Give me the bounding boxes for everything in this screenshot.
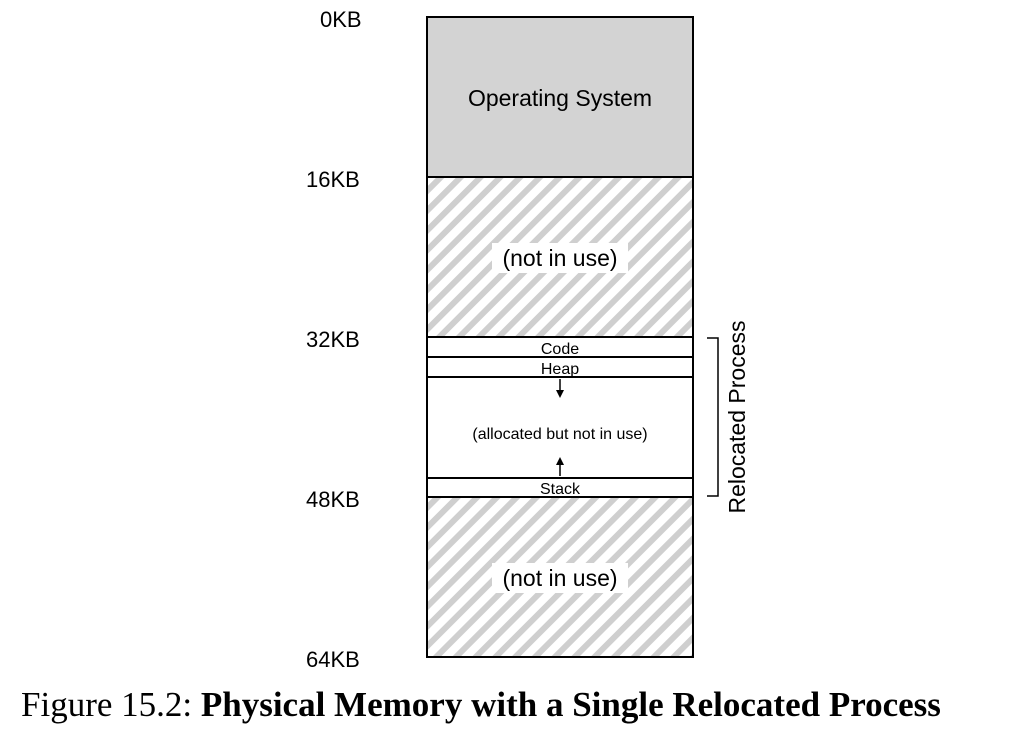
address-label-16kb: 16KB: [306, 167, 360, 192]
heap-segment-label: Heap: [541, 361, 579, 378]
os-region: [426, 16, 694, 178]
address-label-48kb: 48KB: [306, 487, 360, 512]
address-label-64kb: 64KB: [306, 647, 360, 672]
free-region-top-label-bg: [492, 243, 628, 273]
stack-segment-label: Stack: [540, 481, 581, 498]
os-region-label: Operating System: [468, 85, 652, 111]
caption-prefix: Figure 15.2:: [21, 685, 192, 724]
process-bracket: [707, 337, 719, 497]
code-segment-label: Code: [541, 341, 579, 358]
address-label-32kb: 32KB: [306, 327, 360, 352]
caption-title: Physical Memory with a Single Relocated …: [201, 685, 941, 724]
allocated-region-label: (allocated but not in use): [472, 426, 647, 443]
figure-caption: Figure 15.2: Physical Memory with a Sing…: [21, 685, 941, 724]
free-region-top-label: (not in use): [502, 245, 617, 271]
bracket-label: Relocated Process: [724, 320, 750, 513]
stack-growth-arrow: [556, 457, 564, 476]
free-region-bottom-label: (not in use): [502, 565, 617, 591]
address-label-0kb: 0KB: [320, 7, 362, 32]
heap-growth-arrow: [556, 379, 564, 398]
free-region-bottom-label-bg: [492, 563, 628, 593]
